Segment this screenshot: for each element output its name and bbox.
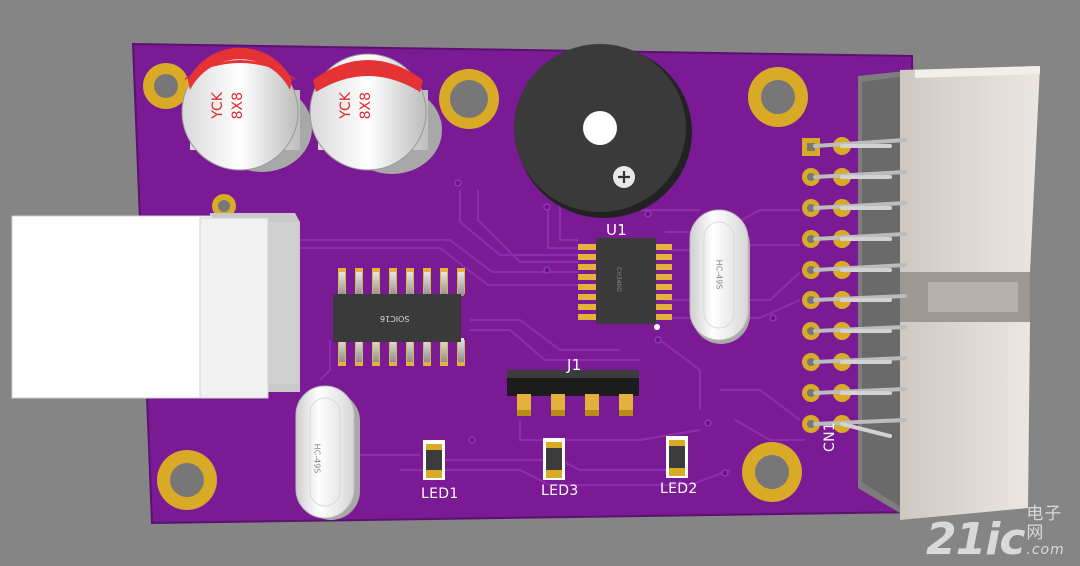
j1-header: [507, 370, 639, 416]
watermark-cn-text: 电子网: [1026, 504, 1063, 543]
capacitor-left-marking-bottom: YCK: [210, 92, 226, 119]
watermark-logo: 21ic 电子网 .com: [926, 505, 1080, 565]
usb-b-connector: [11, 213, 300, 399]
crystal-right: [689, 209, 750, 344]
led-smd-3: [543, 438, 565, 480]
led3-designator: LED3: [541, 483, 579, 499]
soic-marking: SOIC16: [380, 314, 410, 323]
capacitor-left-marking-top: 8X8: [230, 92, 246, 120]
mounting-holes: [143, 63, 808, 510]
crystal-right-marking: HC-49S: [714, 259, 724, 290]
buzzer: [514, 44, 692, 218]
led-smd-2: [666, 436, 688, 478]
capacitor-right-marking-bottom: YCK: [338, 92, 354, 119]
led2-designator: LED2: [660, 481, 698, 497]
crystal-left: [295, 385, 360, 520]
cn1-box-header: [858, 66, 1040, 522]
crystal-left-marking: HC-49S: [312, 443, 322, 474]
capacitor-right: [309, 53, 442, 174]
watermark-side: 电子网 .com: [1026, 505, 1080, 558]
j1-designator: J1: [567, 356, 582, 374]
led-smd-1: [423, 440, 445, 480]
u1-designator: U1: [606, 221, 628, 239]
cn1-designator: CN1: [822, 421, 838, 452]
capacitor-left: [181, 47, 312, 172]
u1-marking: CH340G: [614, 267, 622, 292]
cn1-pads: [802, 137, 851, 433]
watermark-domain: .com: [1026, 542, 1065, 558]
u1-chip: [578, 238, 672, 330]
cn1-pins: [813, 138, 907, 438]
capacitor-right-marking-top: 8X8: [358, 92, 374, 120]
led1-designator: LED1: [421, 486, 459, 502]
watermark-brand: 21ic: [926, 514, 1025, 565]
soic16-chip: [333, 268, 465, 366]
